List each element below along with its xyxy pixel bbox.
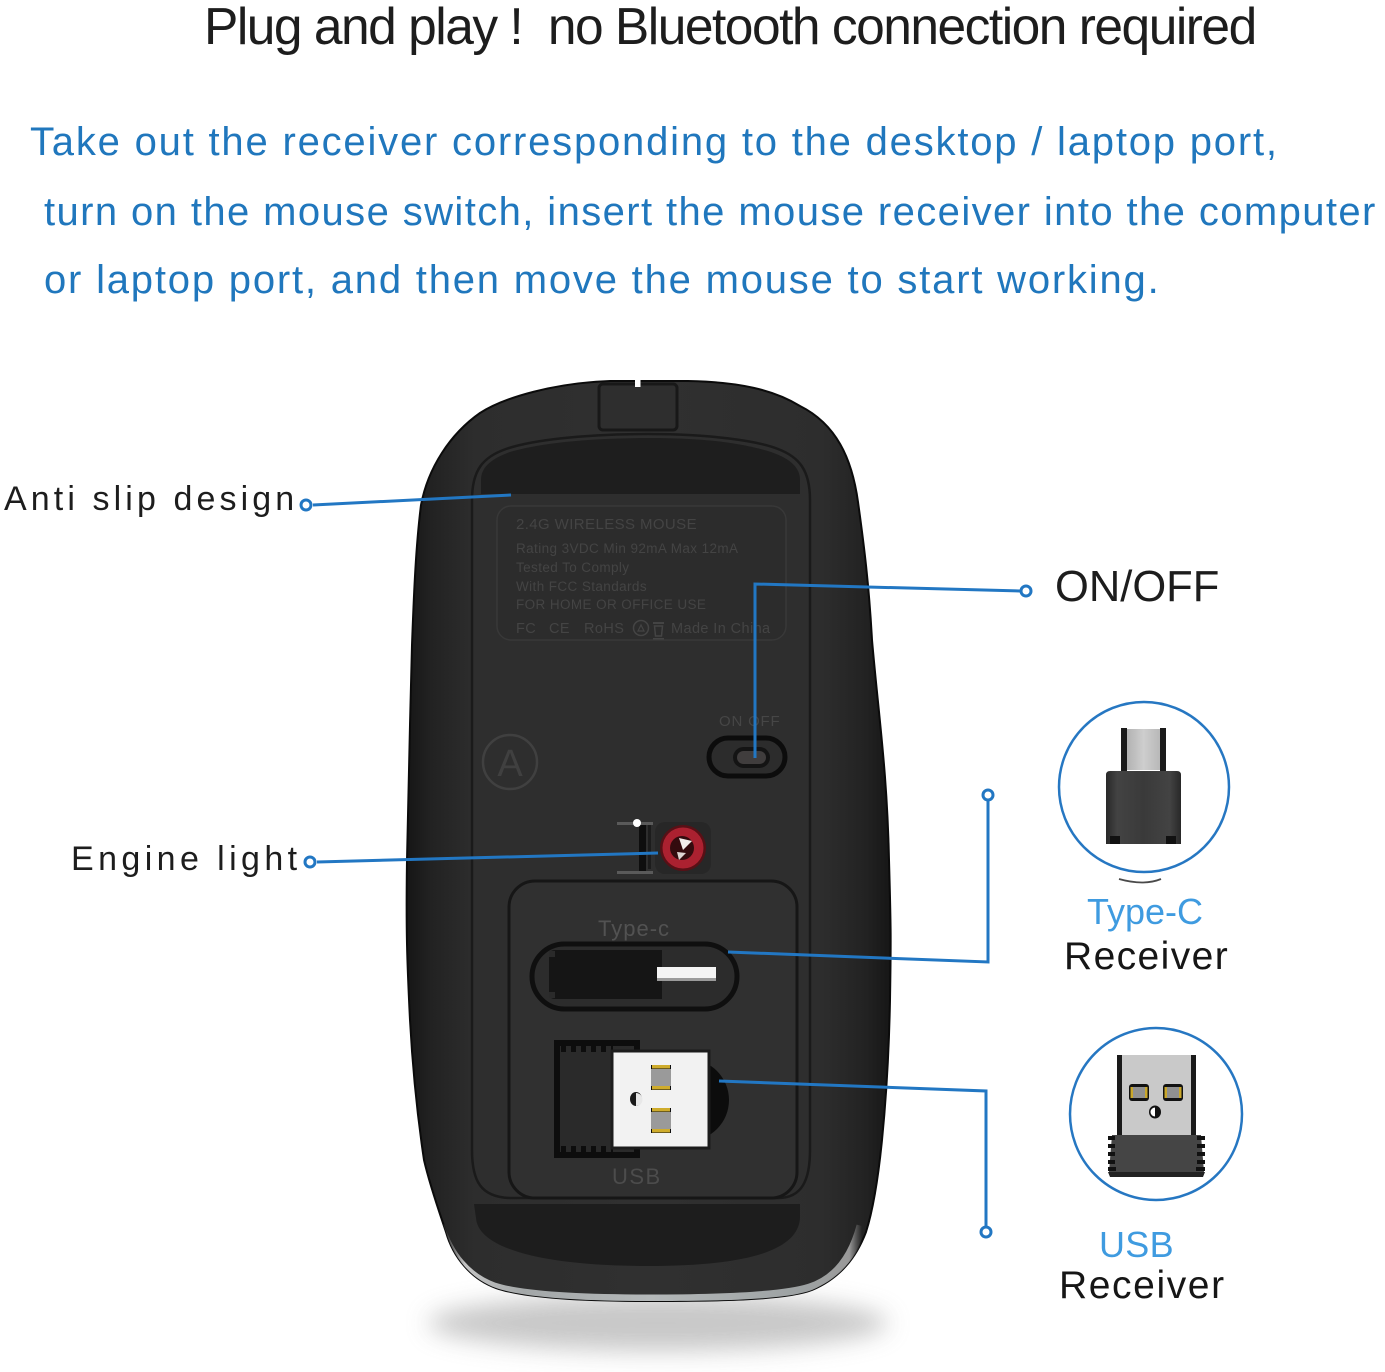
svg-text:ON OFF: ON OFF bbox=[719, 713, 780, 730]
svg-text:With FCC Standards: With FCC Standards bbox=[516, 579, 647, 594]
svg-text:RoHS: RoHS bbox=[584, 621, 624, 637]
svg-text:CE: CE bbox=[549, 621, 570, 637]
svg-text:Made In China: Made In China bbox=[671, 621, 771, 637]
svg-text:FOR HOME OR OFFICE USE: FOR HOME OR OFFICE USE bbox=[516, 597, 706, 612]
svg-text:USB: USB bbox=[612, 1164, 662, 1189]
svg-text:A: A bbox=[497, 743, 523, 785]
svg-text:Tested To Comply: Tested To Comply bbox=[516, 560, 629, 575]
svg-text:Type-c: Type-c bbox=[598, 916, 670, 941]
svg-text:2.4G WIRELESS MOUSE: 2.4G WIRELESS MOUSE bbox=[516, 516, 697, 533]
svg-text:Rating 3VDC Min 92mA Max 12mA: Rating 3VDC Min 92mA Max 12mA bbox=[516, 541, 738, 556]
svg-text:FC: FC bbox=[516, 621, 536, 637]
